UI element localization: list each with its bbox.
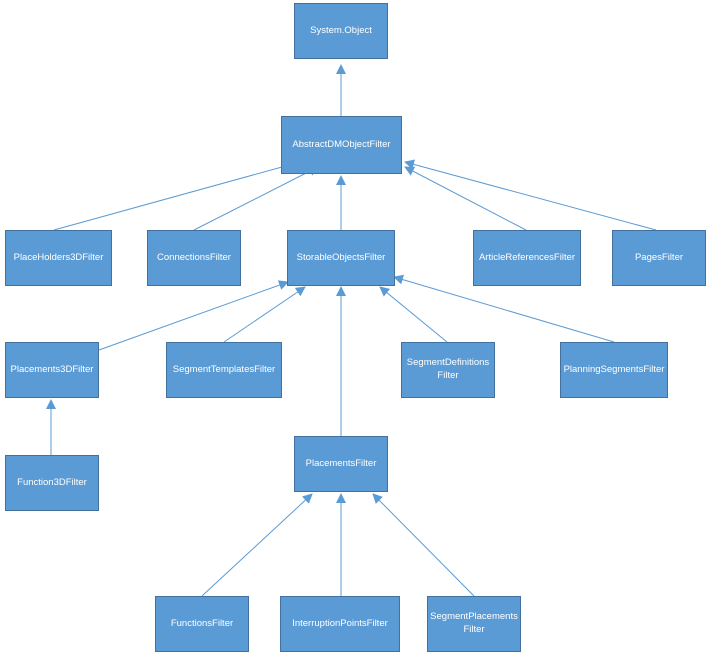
edge-functionsfilter-to-placementsfilter (201, 493, 313, 597)
edge-placements3dfilter-to-storableobjectsfilter (98, 280, 289, 351)
node-abstract-dm-object-filter: AbstractDMObjectFilter (281, 116, 402, 174)
node-system-object: System.Object (294, 3, 388, 59)
node-placements-filter: PlacementsFilter (294, 436, 388, 492)
edge-placeholders3dfilter-to-abstractdmobjectfilter (53, 159, 301, 231)
node-placements-3d-filter: Placements3DFilter (5, 342, 99, 398)
node-planning-segments-filter: PlanningSegmentsFilter (560, 342, 668, 398)
edge-segmentplacementsfilter-to-placementsfilter (372, 493, 475, 597)
node-segment-placements-filter: SegmentPlacements Filter (427, 596, 521, 652)
node-article-references-filter: ArticleReferencesFilter (473, 230, 581, 286)
node-function-3d-filter: Function3DFilter (5, 455, 99, 511)
edge-articlereferencesfilter-to-abstractdmobjectfilter (404, 166, 527, 231)
node-connections-filter: ConnectionsFilter (147, 230, 241, 286)
edge-segmentdefinitionsfilter-to-storableobjectsfilter (379, 286, 448, 343)
node-placeholders-3d-filter: PlaceHolders3DFilter (5, 230, 112, 286)
node-pages-filter: PagesFilter (612, 230, 706, 286)
edge-pagesfilter-to-abstractdmobjectfilter (404, 159, 657, 231)
node-functions-filter: FunctionsFilter (155, 596, 249, 652)
node-storable-objects-filter: StorableObjectsFilter (287, 230, 395, 286)
edge-planningsegmentsfilter-to-storableobjectsfilter (393, 274, 615, 343)
node-segment-definitions-filter: SegmentDefinitions Filter (401, 342, 495, 398)
edge-connectionsfilter-to-abstractdmobjectfilter (193, 166, 319, 231)
node-interruption-points-filter: InterruptionPointsFilter (280, 596, 400, 652)
edge-segmenttemplatesfilter-to-storableobjectsfilter (223, 286, 306, 343)
node-segment-templates-filter: SegmentTemplatesFilter (166, 342, 282, 398)
